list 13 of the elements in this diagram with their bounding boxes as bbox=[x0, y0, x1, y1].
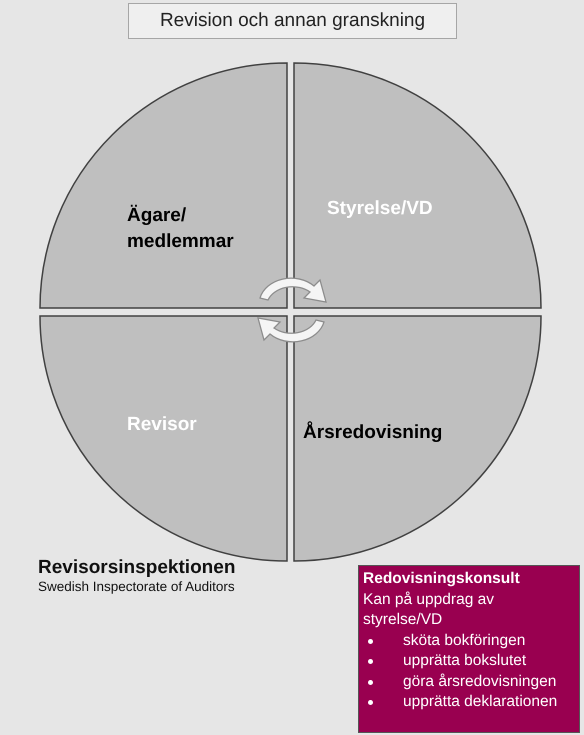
segment-label: Årsredovisning bbox=[303, 420, 444, 445]
bullet-item: sköta bokföringen bbox=[363, 630, 575, 651]
agency-subtitle: Swedish Inspectorate of Auditors bbox=[38, 579, 235, 594]
agency-name: Revisorsinspektionen bbox=[38, 557, 236, 579]
panel-heading: Redovisningskonsult bbox=[363, 569, 521, 589]
bullet-item: göra årsredovisningen bbox=[363, 672, 575, 692]
bullet-item: upprätta deklarationen bbox=[363, 692, 575, 712]
bullet-item: upprätta bokslutet bbox=[363, 651, 575, 672]
title-box: Revision och annan granskning bbox=[128, 3, 457, 39]
segment-label: Revisor bbox=[127, 413, 198, 437]
segment-label: Ägare/ medlemmar bbox=[127, 204, 235, 254]
info-panel bbox=[358, 565, 580, 733]
segment-label: Styrelse/VD bbox=[327, 197, 434, 221]
